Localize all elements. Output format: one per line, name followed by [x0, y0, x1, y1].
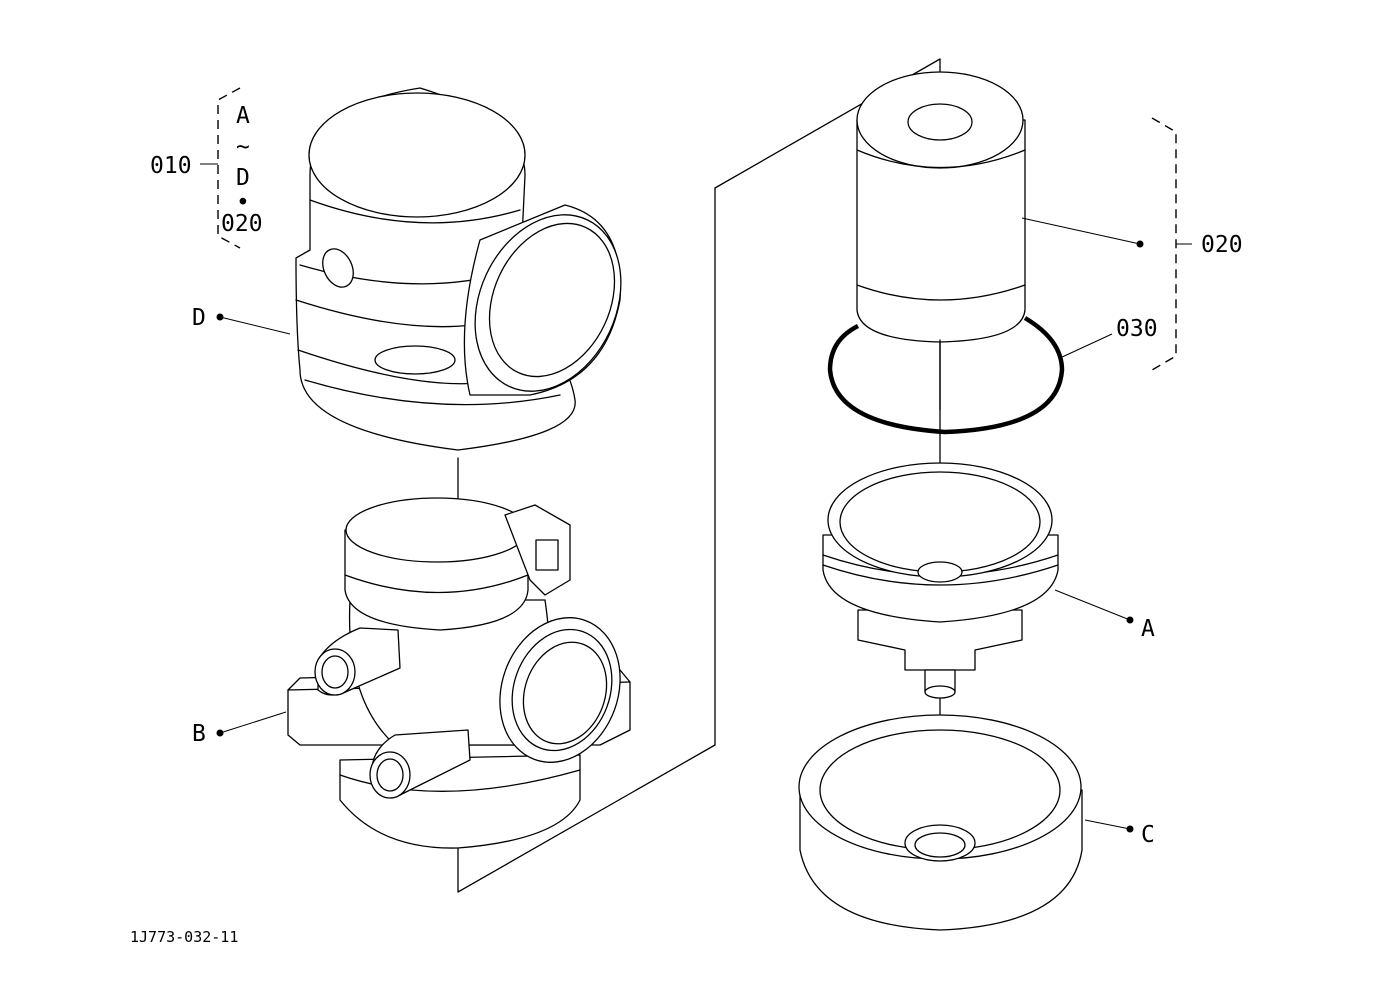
- part-030-o-ring: [827, 316, 1065, 435]
- range-part-label: 020: [221, 211, 263, 237]
- callout-030: 030: [1116, 316, 1158, 342]
- leader-dot-020: [1136, 240, 1144, 248]
- part-b-filter-body: [287, 497, 631, 849]
- leader-dot-d: [216, 313, 224, 321]
- callout-010: 010: [150, 153, 192, 179]
- leader-lines: [219, 217, 1141, 830]
- callout-bracket-010: [200, 87, 241, 249]
- drawing-number: 1J773-032-11: [130, 928, 238, 946]
- range-tilde: ~: [236, 134, 250, 160]
- callout-020: 020: [1201, 232, 1243, 258]
- callout-b: B: [192, 721, 206, 747]
- part-d-head-cap: [295, 87, 622, 451]
- part-c-bowl: [798, 714, 1083, 931]
- range-start-label: A: [236, 103, 250, 129]
- part-020-filter-element: [856, 71, 1026, 411]
- range-dot: •: [236, 190, 250, 216]
- callout-d: D: [192, 305, 206, 331]
- callout-a: A: [1141, 616, 1155, 642]
- range-end-label: D: [236, 165, 250, 191]
- callout-bracket-020: [1151, 117, 1192, 371]
- part-a-filter-base: [822, 462, 1059, 699]
- leader-dot-a: [1126, 616, 1134, 624]
- leader-dot-c: [1126, 825, 1134, 833]
- leader-dot-b: [216, 729, 224, 737]
- callout-c: C: [1141, 822, 1155, 848]
